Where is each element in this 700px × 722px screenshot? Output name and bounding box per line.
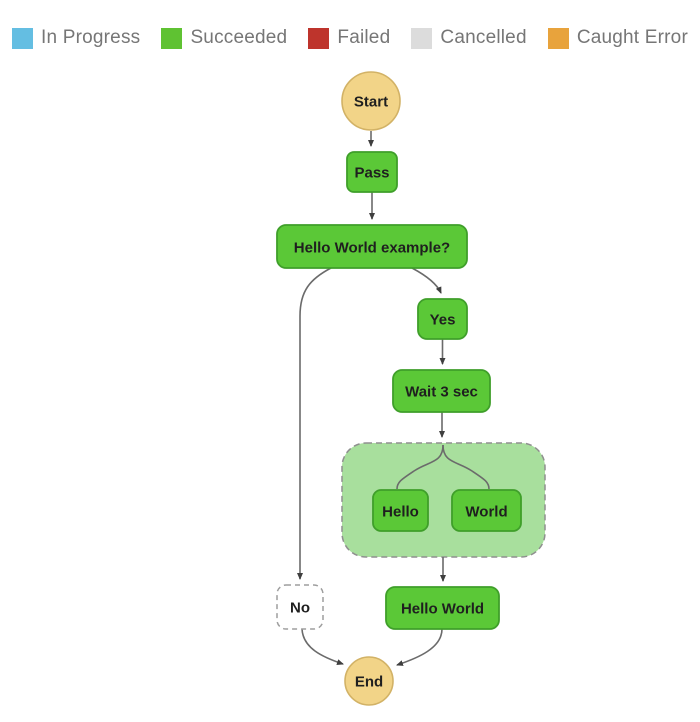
hello-world-label: Hello World [401,600,484,617]
yes-label: Yes [430,311,456,328]
node-end[interactable]: End [344,656,394,706]
node-start[interactable]: Start [341,71,401,131]
pass-shape [346,151,398,193]
start-shape [341,71,401,131]
no-shape [276,584,324,630]
failed-swatch-icon [308,27,330,49]
edge-choice-yes [411,267,442,294]
legend-item-in-progress: In Progress [12,27,140,49]
caught-error-swatch-icon [547,27,569,49]
pass-label: Pass [354,164,389,181]
legend-label-failed: Failed [337,27,391,48]
start-label: Start [354,93,388,110]
choice-label: Hello World example? [294,239,450,256]
no-label: No [290,599,310,616]
wait-shape [392,369,491,413]
node-hello-world[interactable]: Hello World [385,586,500,630]
node-wait[interactable]: Wait 3 sec [392,369,491,413]
end-label: End [355,673,383,690]
in-progress-swatch-icon [12,27,33,49]
node-yes[interactable]: Yes [417,298,468,340]
node-no[interactable]: No [276,584,324,630]
node-choice[interactable]: Hello World example? [276,224,468,269]
edge-choice-no [297,267,332,580]
status-legend: In Progress Succeeded Failed Cancelled C… [12,27,688,49]
hello-shape [372,489,429,532]
legend-label-succeeded: Succeeded [190,27,288,48]
legend-label-caught-error: Caught Error [576,27,688,48]
node-pass[interactable]: Pass [346,151,398,193]
edge-helloworld-end [396,628,443,666]
node-world[interactable]: World [451,489,522,532]
wait-label: Wait 3 sec [405,383,478,400]
succeeded-swatch-icon [161,27,183,49]
legend-label-cancelled: Cancelled [440,27,527,48]
legend-item-cancelled: Cancelled [411,27,527,49]
cancelled-swatch-icon [411,27,433,49]
legend-label-in-progress: In Progress [41,27,141,48]
hello-world-shape [385,586,500,630]
legend-item-succeeded: Succeeded [161,27,287,49]
edge-parallel-hello [396,444,444,490]
edge-parallel-world [442,444,490,490]
choice-shape [276,224,468,269]
world-label: World [465,503,507,520]
yes-shape [417,298,468,340]
edge-no-end [301,628,344,665]
legend-item-caught-error: Caught Error [547,27,688,49]
hello-label: Hello [382,503,419,520]
world-shape [451,489,522,532]
end-shape [344,656,394,706]
legend-item-failed: Failed [308,27,390,49]
node-hello[interactable]: Hello [372,489,429,532]
